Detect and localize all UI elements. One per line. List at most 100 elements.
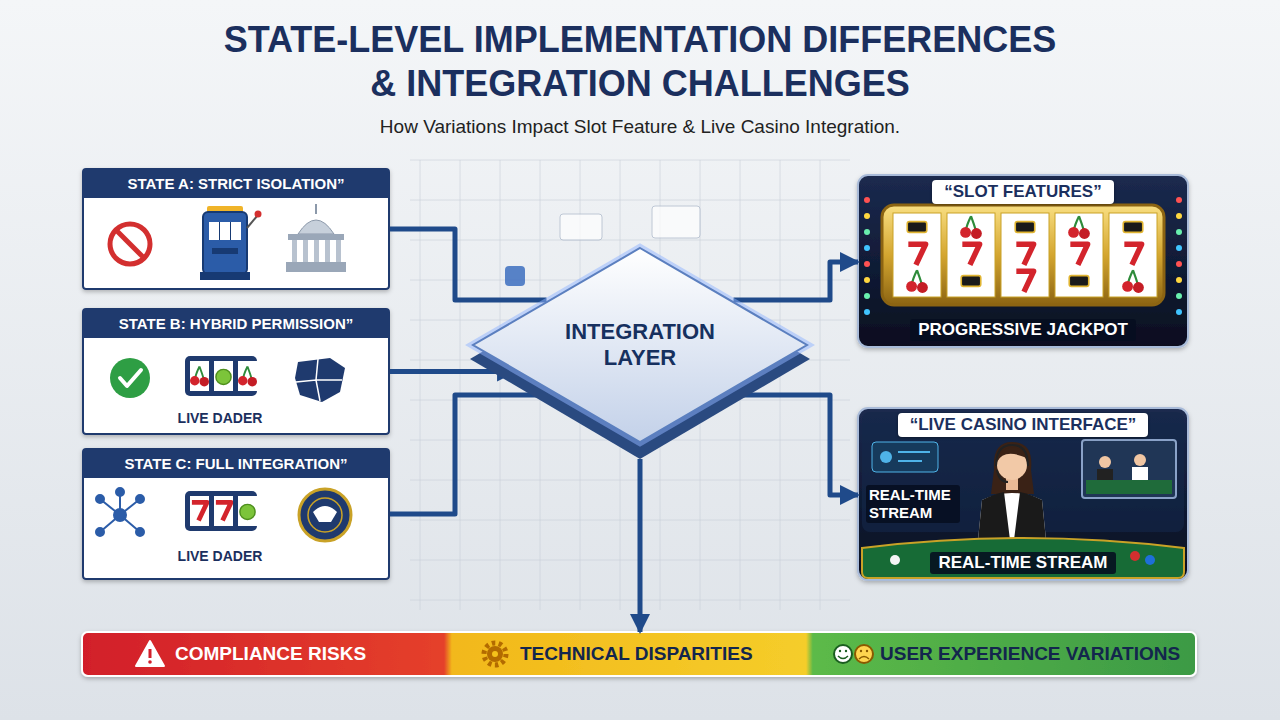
- marquee-lights: [864, 293, 870, 299]
- slot-panel-art: [1124, 244, 1141, 265]
- marquee-lights: [1176, 229, 1182, 235]
- stream-screen: [898, 452, 930, 461]
- feature-panel: “LIVE CASINO INTERFACE” REAL-TIME STREAM R…: [858, 408, 1188, 580]
- reels-icon: [185, 491, 257, 531]
- marquee-lights: [1176, 213, 1182, 219]
- floating-card: [505, 266, 525, 286]
- capitol-icon: [288, 234, 344, 240]
- slot-machine-icon: [209, 222, 241, 240]
- marquee-lights: [1176, 293, 1182, 299]
- slot-machine-icon: [212, 248, 238, 254]
- state-seal-icon: [299, 489, 351, 541]
- reels-icon: [214, 496, 233, 526]
- marquee-lights: [864, 277, 870, 283]
- warning-icon: [149, 649, 152, 658]
- state-map-icon: [296, 380, 320, 401]
- risk-bar: [82, 632, 1196, 676]
- slot-panel-art: [961, 276, 981, 287]
- reels-icon: [238, 367, 257, 387]
- slot-panel-art: [1070, 244, 1087, 265]
- game-label: LIVE DADER: [160, 410, 280, 426]
- check-icon: [110, 358, 150, 398]
- marquee-lights: [1176, 277, 1182, 283]
- table-monitor: [1134, 454, 1146, 466]
- slot-panel-art: [1015, 222, 1035, 233]
- diamond-label: INTEGRATION LAYER: [550, 319, 730, 371]
- capitol-icon: [314, 240, 319, 262]
- state-seal-icon: [308, 498, 342, 532]
- state-heading: STATE C: FULL INTEGRATION”: [84, 450, 388, 478]
- marquee-lights: [864, 197, 870, 203]
- dealer-figure: [991, 442, 1034, 494]
- reels-icon: [190, 496, 209, 526]
- network-icon: [136, 528, 144, 536]
- gear-icon: [487, 646, 503, 662]
- marquee-lights: [1176, 309, 1182, 315]
- dealer-figure: [978, 442, 1046, 540]
- reels-icon: [185, 356, 257, 396]
- slot-panel-art: [893, 213, 941, 297]
- warning-icon: [148, 660, 152, 664]
- capitol-icon: [303, 240, 308, 262]
- floating-card: [652, 206, 700, 238]
- stream-label: REAL-TIME STREAM: [930, 552, 1115, 574]
- table-monitor: [1086, 480, 1172, 494]
- user-faces-icon: [834, 645, 873, 663]
- slot-panel-art: [907, 222, 927, 233]
- reels-icon: [214, 361, 233, 391]
- stream-label: REAL-TIME STREAM: [866, 485, 960, 523]
- connector-group: [390, 229, 858, 632]
- reels-icon: [190, 367, 209, 387]
- state-seal-icon: [313, 506, 337, 522]
- grid: [410, 160, 850, 610]
- risk-segment: COMPLIANCE RISKS: [82, 632, 450, 676]
- capitol-icon: [298, 220, 334, 234]
- marquee-lights: [1176, 197, 1182, 203]
- capitol-icon: [286, 262, 346, 272]
- slot-panel-art: [908, 244, 925, 265]
- risk-segment: TECHNICAL DISPARITIES: [450, 632, 810, 676]
- state-seal-icon: [299, 489, 351, 541]
- table-monitor: [1082, 440, 1176, 498]
- state-box-fill: [82, 308, 390, 435]
- slot-panel-art: [960, 216, 982, 239]
- slot-machine-icon: [255, 211, 262, 218]
- state-heading: STATE A: STRICT ISOLATION”: [84, 170, 388, 198]
- marquee-lights: [1176, 261, 1182, 267]
- user-faces-icon: [866, 650, 868, 652]
- reels-icon: [185, 356, 257, 396]
- table-monitor: [1132, 467, 1148, 480]
- slot-panel-art: [1109, 213, 1157, 297]
- capitol-icon: [286, 204, 346, 272]
- slot-panel-art: [1068, 216, 1090, 239]
- network-icon: [96, 495, 104, 503]
- diagram-caption: How Variations Impact Slot Feature & Liv…: [0, 116, 1280, 138]
- state-box: STATE A: STRICT ISOLATION”: [82, 168, 390, 290]
- capitol-icon: [315, 204, 317, 214]
- stream-screen: [872, 442, 938, 472]
- slot-machine-icon: [200, 272, 250, 280]
- floating-card: [560, 214, 602, 240]
- connector-arrow: [638, 459, 643, 632]
- slot-panel-art: [1001, 213, 1049, 297]
- slot-panel-art: [1069, 276, 1089, 287]
- dealer-figure: [996, 445, 1028, 466]
- state-box-fill: [82, 448, 390, 580]
- table-monitor: [1097, 469, 1113, 480]
- stream-screen: [880, 451, 892, 463]
- diamond-glow: [473, 248, 807, 442]
- panel-heading: “LIVE CASINO INTERFACE”: [898, 413, 1149, 437]
- diamond-face: [473, 248, 807, 442]
- warning-icon: [136, 641, 164, 666]
- marquee-lights: [1176, 245, 1182, 251]
- prohibited-icon: [110, 224, 150, 264]
- user-faces-icon: [834, 645, 852, 663]
- heading-area: STATE-LEVEL IMPLEMENTATION DIFFERENCES &…: [0, 18, 1280, 138]
- feature-panel: “SLOT FEATURES”PROGRESSIVE JACKPOT: [858, 175, 1188, 347]
- slot-panel-art: [1122, 270, 1144, 293]
- risk-segment: USER EXPERIENCE VARIATIONS: [810, 632, 1196, 676]
- reels-icon: [216, 502, 231, 520]
- risk-label: TECHNICAL DISPARITIES: [520, 643, 753, 665]
- connector-arrow: [390, 395, 555, 514]
- marquee-lights: [864, 261, 870, 267]
